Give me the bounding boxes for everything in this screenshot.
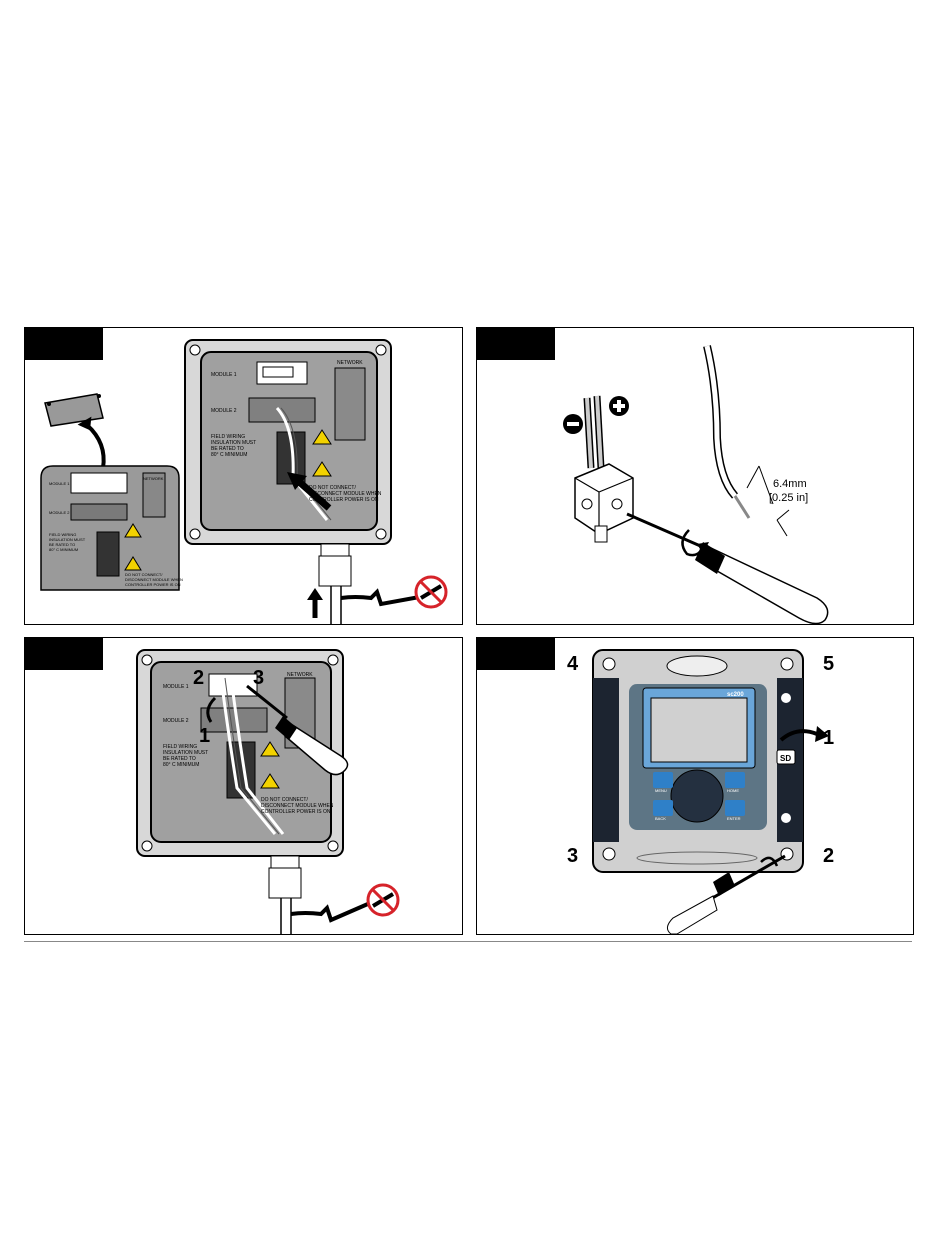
screwdriver-icon: [667, 854, 786, 934]
callout-5: 5: [823, 653, 834, 675]
key-enter: ENTER: [727, 816, 741, 821]
rotate-arrow-icon: [681, 529, 709, 557]
cable-gland-icon: [318, 543, 426, 624]
disconnect-3: CONTROLLER POWER IS ON: [309, 497, 379, 503]
field-wiring-4: 80° C MINIMUM: [211, 452, 247, 458]
p3-module1-label: MODULE 1: [163, 684, 189, 690]
small-field-wiring-1: FIELD WIRING: [49, 532, 76, 537]
strip-length-in: [0.25 in]: [769, 492, 808, 504]
screwdriver-icon: [626, 512, 829, 624]
enclosure-wiring-icon: MODULE 1 MODULE 2 NETWORK FIELD WIRING I…: [136, 649, 344, 857]
step-2-panel: 6.4mm [0.25 in]: [476, 327, 914, 625]
field-wiring-1: FIELD WIRING: [211, 434, 245, 440]
step-3-panel: MODULE 1 MODULE 2 NETWORK FIELD WIRING I…: [24, 637, 463, 935]
step-2-illustration: 6.4mm [0.25 in]: [563, 345, 829, 624]
small-disconnect-1: DO NOT CONNECT/: [125, 572, 163, 577]
callout-1: 1: [199, 725, 210, 747]
p3-disconnect-3: CONTROLLER POWER IS ON: [261, 809, 331, 815]
field-wiring-3: BE RATED TO: [211, 446, 244, 452]
callout-3: 3: [567, 845, 578, 867]
field-wiring-2: INSULATION MUST: [211, 440, 256, 446]
strip-length-mm: 6.4mm: [773, 478, 807, 490]
p3-disconnect-1: DO NOT CONNECT/: [261, 797, 308, 803]
p3-network-label: NETWORK: [287, 672, 313, 678]
p3-field-wiring-3: BE RATED TO: [163, 756, 196, 762]
small-disconnect-2: DISCONNECT MODULE WHEN: [125, 577, 183, 582]
curved-arrow-icon: [779, 726, 829, 742]
up-arrow-icon: [307, 588, 323, 618]
p3-module2-label: MODULE 2: [163, 718, 189, 724]
p3-disconnect-2: DISCONNECT MODULE WHEN: [261, 803, 334, 809]
disconnect-1: DO NOT CONNECT/: [309, 485, 356, 491]
terminal-block-icon: [574, 395, 634, 543]
small-module1-label: MODULE 1: [49, 481, 70, 486]
callout-2: 2: [823, 845, 834, 867]
minus-icon: [563, 414, 583, 434]
rotate-arrow-icon: [206, 696, 217, 723]
curved-arrow-icon: [77, 416, 106, 469]
p3-field-wiring-4: 80° C MINIMUM: [163, 762, 199, 768]
small-module2-label: MODULE 2: [49, 510, 70, 515]
module2-label: MODULE 2: [211, 408, 237, 414]
no-power-plug-icon: [414, 575, 448, 609]
callout-3: 3: [253, 667, 264, 689]
disconnect-2: DISCONNECT MODULE WHEN: [309, 491, 382, 497]
key-menu: MENU: [655, 788, 667, 793]
cover-plate-icon: [44, 393, 104, 427]
controller-icon: [592, 649, 804, 873]
small-field-wiring-2: INSULATION MUST: [49, 537, 86, 542]
screwdriver-icon: [246, 684, 349, 776]
enclosure-large-icon: MODULE 1 MODULE 2 NETWORK FIELD WIRING I…: [184, 339, 392, 545]
step-4-panel: sc200 SD MENU HOME BACK ENTER 4 5 1 3 2: [476, 637, 914, 935]
network-label: NETWORK: [337, 360, 363, 366]
key-home: HOME: [727, 788, 739, 793]
step-1-panel: MODULE 1 MODULE 2 NETWORK FIELD WIRING I…: [24, 327, 463, 625]
device-name: sc200: [727, 692, 744, 698]
key-back: BACK: [655, 816, 666, 821]
p3-field-wiring-1: FIELD WIRING: [163, 744, 197, 750]
callout-1: 1: [823, 727, 834, 749]
small-field-wiring-3: BE RATED TO: [49, 542, 75, 547]
step-3-illustration: MODULE 1 MODULE 2 NETWORK FIELD WIRING I…: [136, 649, 400, 934]
step-2-tab: [477, 328, 555, 360]
small-disconnect-3: CONTROLLER POWER IS ON: [125, 582, 181, 587]
small-field-wiring-4: 80° C MINIMUM: [49, 547, 78, 552]
module1-label: MODULE 1: [211, 372, 237, 378]
enclosure-small-icon: MODULE 1 MODULE 2 NETWORK FIELD WIRING I…: [40, 465, 183, 591]
plus-icon: [609, 396, 629, 416]
step-4-illustration: sc200 SD MENU HOME BACK ENTER 4 5 1 3 2: [567, 649, 834, 934]
step-1-illustration: MODULE 1 MODULE 2 NETWORK FIELD WIRING I…: [40, 339, 448, 624]
p3-field-wiring-2: INSULATION MUST: [163, 750, 208, 756]
footer-rule: [24, 941, 912, 942]
callout-4: 4: [567, 653, 579, 675]
step-4-tab: [477, 638, 555, 670]
stripped-wire-icon: [703, 345, 790, 537]
small-network-label: NETWORK: [143, 476, 164, 481]
cable-gland-icon: [268, 855, 378, 934]
callout-2: 2: [193, 667, 204, 689]
step-1-tab: [25, 328, 103, 360]
step-3-tab: [25, 638, 103, 670]
no-power-plug-icon: [366, 883, 400, 917]
sd-label: SD: [780, 754, 791, 763]
